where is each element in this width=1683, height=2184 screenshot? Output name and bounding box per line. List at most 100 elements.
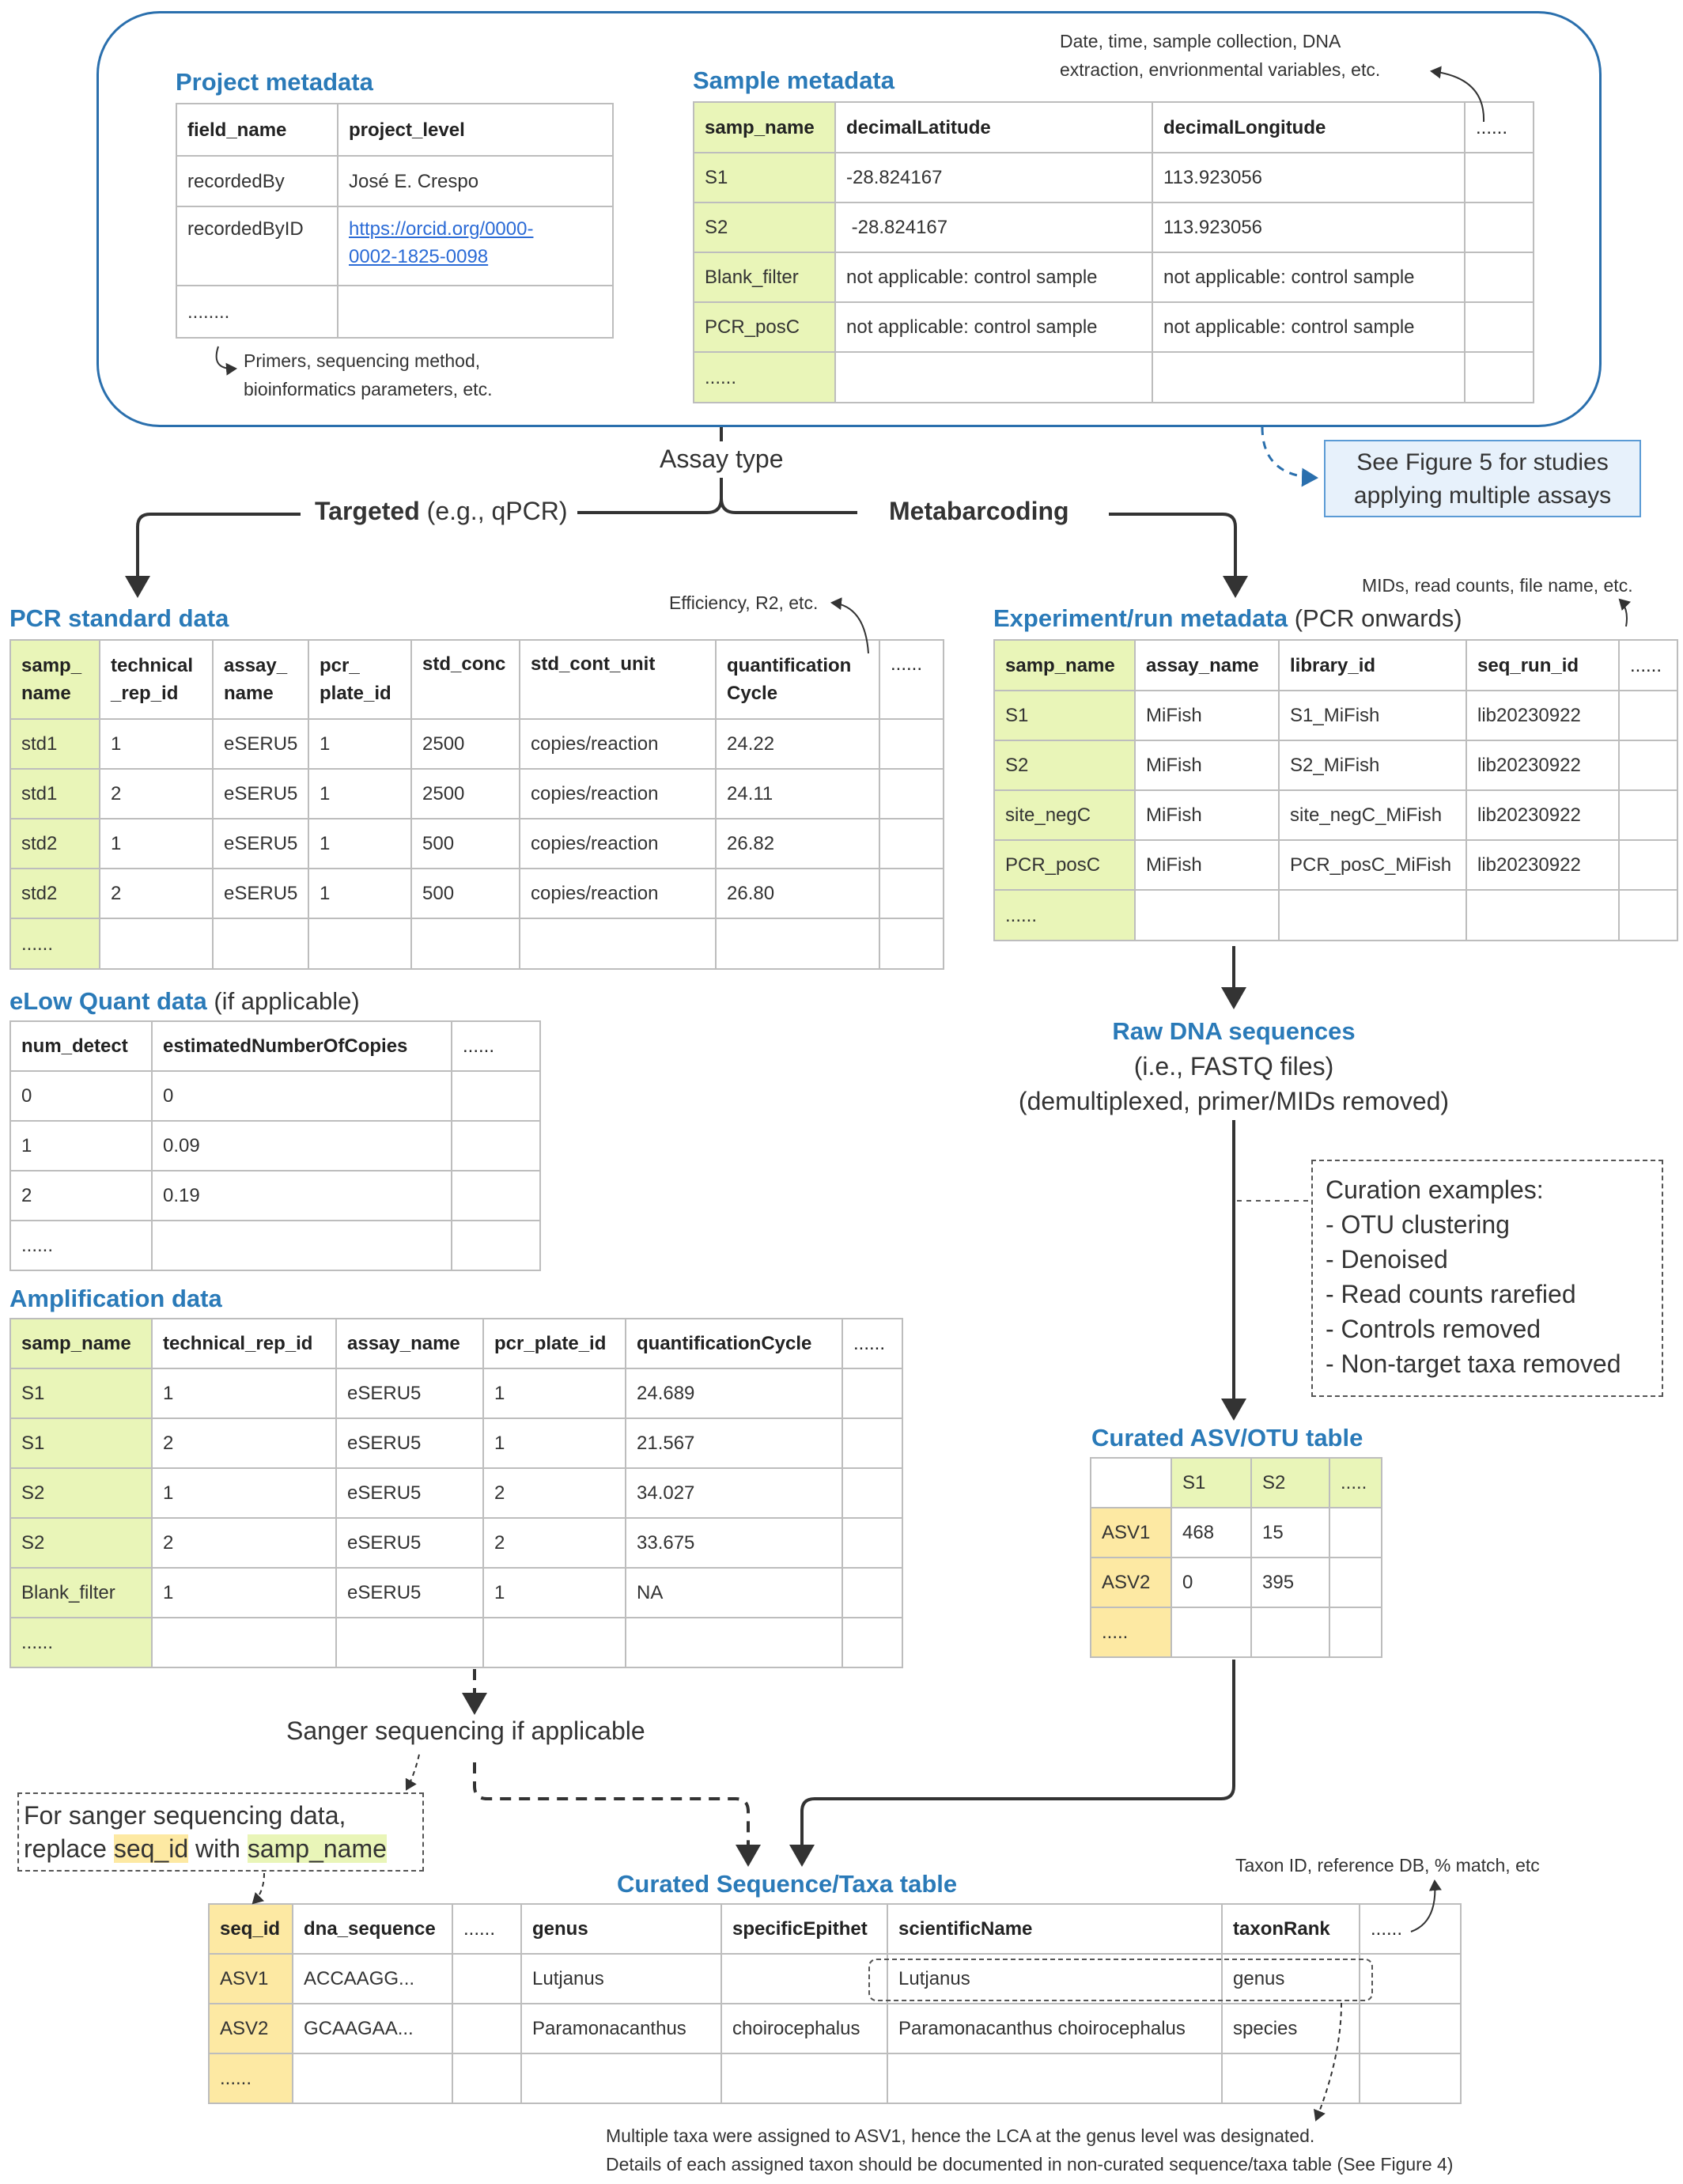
elow-title-bold: eLow Quant data	[9, 987, 207, 1015]
table-cell: ......	[693, 351, 836, 403]
table-cell: eSERU5	[335, 1467, 484, 1519]
table-cell	[1464, 152, 1534, 203]
project-metadata-title: Project metadata	[176, 68, 373, 96]
table-cell: MiFish	[1134, 839, 1280, 891]
table-cell: 1	[151, 1467, 337, 1519]
table-cell: S2	[993, 740, 1136, 791]
table-cell: lib20230922	[1466, 789, 1620, 841]
table-cell	[1359, 2003, 1462, 2054]
table-header: ......	[842, 1318, 903, 1369]
table-cell	[1221, 2053, 1360, 2104]
table-header: ......	[1359, 1903, 1462, 1955]
table-cell: 1	[482, 1368, 626, 1419]
table-cell: ASV1	[208, 1953, 293, 2004]
table-cell	[1250, 1607, 1330, 1658]
table-header: decimalLatitude	[834, 101, 1153, 153]
table-header: technical_rep_id	[99, 639, 214, 720]
targeted-arrow	[125, 513, 301, 598]
table-cell: ......	[9, 918, 100, 970]
table-header: library_id	[1278, 639, 1467, 691]
table-cell: eSERU5	[212, 818, 309, 869]
table-cell	[212, 918, 309, 970]
sanger-note-pointer	[405, 1754, 420, 1791]
table-cell: 0.09	[151, 1120, 452, 1171]
table-cell: 26.80	[715, 868, 880, 919]
table-header: S1	[1171, 1457, 1252, 1508]
table-cell: 1	[482, 1567, 626, 1618]
table-cell	[1466, 889, 1620, 941]
table-cell	[1464, 301, 1534, 353]
see-figure-connector	[1261, 426, 1318, 487]
table-cell: S1	[993, 690, 1136, 741]
experiment-note: MIDs, read counts, file name, etc.	[1362, 575, 1633, 596]
sanger-prefix: replace	[24, 1834, 114, 1863]
table-cell: eSERU5	[212, 768, 309, 819]
table-cell: 1	[308, 768, 412, 819]
asv-table-title: Curated ASV/OTU table	[1091, 1424, 1363, 1452]
table-header: samp_name	[993, 639, 1136, 691]
table-header: S2	[1250, 1457, 1330, 1508]
table-cell	[452, 1953, 522, 2004]
table-cell: S1	[9, 1418, 153, 1469]
table-cell: 468	[1171, 1507, 1252, 1558]
table-cell: species	[1221, 2003, 1360, 2054]
taxa-table-title: Curated Sequence/Taxa table	[617, 1870, 958, 1898]
sanger-seq-id: seq_id	[113, 1834, 189, 1863]
table-cell: ......	[208, 2053, 293, 2104]
sample-note: Date, time, sample collection, DNA extra…	[1060, 27, 1380, 84]
sanger-to-taxa-arrow	[473, 1762, 761, 1867]
sanger-samp-name: samp_name	[247, 1834, 387, 1863]
table-cell: std2	[9, 868, 100, 919]
table-header: dna_sequence	[292, 1903, 453, 1955]
table-header: ......	[1464, 101, 1534, 153]
sample-metadata-title: Sample metadata	[693, 66, 894, 94]
table-cell: 395	[1250, 1557, 1330, 1608]
table-cell: ........	[176, 285, 338, 339]
table-cell	[879, 918, 944, 970]
asv-to-taxa-arrow	[789, 1660, 1235, 1867]
table-cell: eSERU5	[335, 1517, 484, 1569]
table-cell	[625, 1617, 843, 1668]
pcr-standard-note: Efficiency, R2, etc.	[669, 592, 819, 613]
table-cell	[1152, 351, 1466, 403]
pcr-standard-title: PCR standard data	[9, 604, 229, 632]
table-cell	[1171, 1607, 1252, 1658]
table-cell	[1329, 1507, 1382, 1558]
table-cell	[451, 1220, 541, 1271]
assay-type-label: Assay type	[660, 445, 784, 473]
table-cell	[842, 1517, 903, 1569]
amplification-title: Amplification data	[9, 1285, 222, 1312]
orcid-link[interactable]: https://orcid.org/0000- 0002-1825-0098	[349, 218, 533, 267]
table-cell: 1	[308, 868, 412, 919]
table-cell	[1329, 1557, 1382, 1608]
table-cell: genus	[1221, 1953, 1360, 2004]
header-line: name	[21, 683, 71, 704]
see-figure-line-1: See Figure 5 for studies	[1356, 449, 1609, 475]
table-cell: PCR_posC_MiFish	[1278, 839, 1467, 891]
table-cell	[451, 1070, 541, 1122]
curation-examples-box: Curation examples: - OTU clustering - De…	[1311, 1160, 1663, 1397]
see-figure-5-box: See Figure 5 for studies applying multip…	[1324, 440, 1641, 517]
assay-brace	[577, 478, 723, 514]
table-cell	[99, 918, 214, 970]
table-cell	[842, 1418, 903, 1469]
table-cell	[451, 1120, 541, 1171]
table-cell: S1_MiFish	[1278, 690, 1467, 741]
table-header: pcr_plate_id	[482, 1318, 626, 1369]
taxa-footnote-line-1: Multiple taxa were assigned to ASV1, hen…	[606, 2125, 1315, 2146]
table-cell	[1329, 1607, 1382, 1658]
table-cell: not applicable: control sample	[834, 252, 1153, 303]
taxa-footnote-line-2: Details of each assigned taxon should be…	[606, 2154, 1454, 2175]
table-cell: lib20230922	[1466, 690, 1620, 741]
table-cell: 500	[410, 868, 520, 919]
table-cell: not applicable: control sample	[1152, 301, 1466, 353]
table-header: samp_name	[9, 1318, 153, 1369]
experiment-title-rest: (PCR onwards)	[1288, 604, 1462, 632]
table-cell: 113.923056	[1152, 152, 1466, 203]
table-cell: 2	[99, 868, 214, 919]
table-cell	[1359, 1953, 1462, 2004]
table-header	[1090, 1457, 1172, 1508]
pcr-standard-table: samp_name technical_rep_id assay_name pc…	[9, 639, 944, 970]
table-cell: ASV2	[1090, 1557, 1172, 1608]
